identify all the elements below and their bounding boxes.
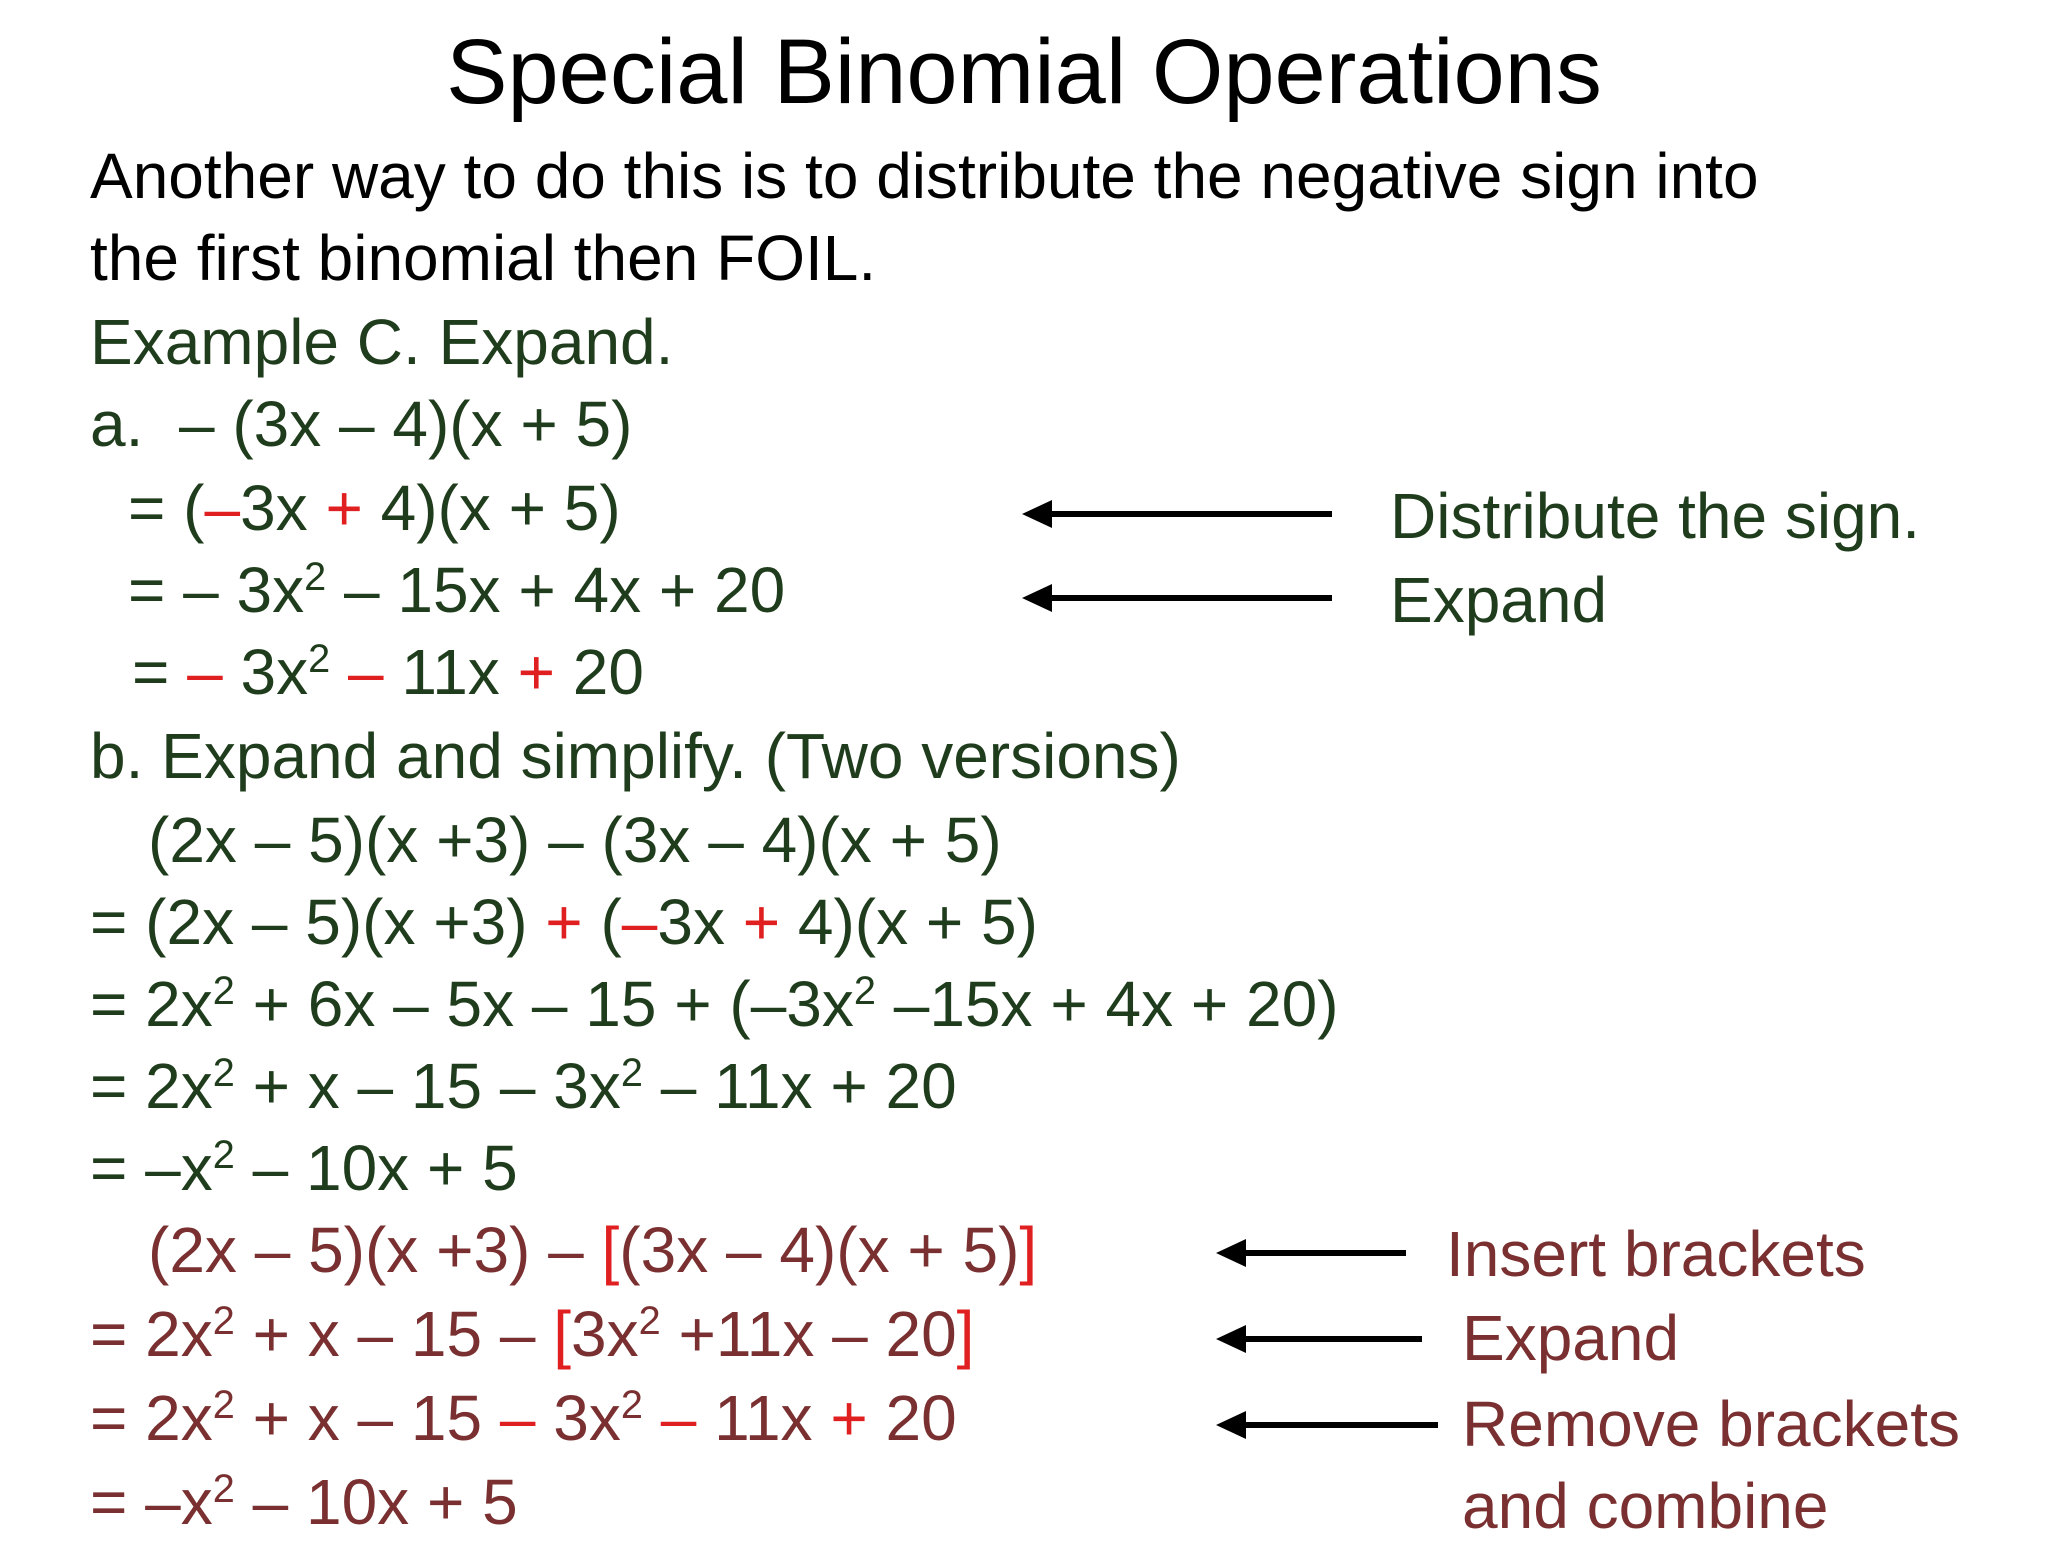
note-insert-brackets: Insert brackets (1446, 1218, 1866, 1290)
arrow-left-icon (1216, 1325, 1422, 1353)
note-expand-v2: Expand (1462, 1302, 1680, 1374)
arrow-left-icon (1216, 1239, 1406, 1267)
part-a-step-1: = (–3x + 4)(x + 5) (128, 472, 621, 544)
part-b-v1-line-4: = –x2 – 10x + 5 (90, 1132, 518, 1204)
part-a-step-2: = – 3x2 – 15x + 4x + 20 (128, 554, 786, 626)
part-a-problem: a. – (3x – 4)(x + 5) (90, 392, 632, 456)
part-a-expression: – (3x – 4)(x + 5) (178, 388, 633, 460)
arrow-left-icon (1022, 584, 1332, 612)
part-b-v2-line-3: = –x2 – 10x + 5 (90, 1466, 518, 1538)
intro-line-2: the first binomial then FOIL. (90, 222, 877, 294)
part-b-v1-line-0: (2x – 5)(x +3) – (3x – 4)(x + 5) (148, 804, 1002, 876)
note-expand: Expand (1390, 564, 1608, 636)
part-b-v1-line-2: = 2x2 + 6x – 5x – 15 + (–3x2 –15x + 4x +… (90, 968, 1339, 1040)
arrow-left-icon (1022, 500, 1332, 528)
example-heading: Example C. Expand. (90, 306, 674, 378)
part-b-v2-line-2: = 2x2 + x – 15 – 3x2 – 11x + 20 (90, 1382, 957, 1454)
part-b-heading: b. Expand and simplify. (Two versions) (90, 720, 1181, 792)
note-and-combine: and combine (1462, 1470, 1829, 1542)
intro-line-1: Another way to do this is to distribute … (90, 140, 1759, 212)
note-remove-brackets: Remove brackets (1462, 1388, 1960, 1460)
arrow-left-icon (1216, 1411, 1438, 1439)
part-a-step-3: = – 3x2 – 11x + 20 (132, 636, 644, 708)
part-b-v1-line-3: = 2x2 + x – 15 – 3x2 – 11x + 20 (90, 1050, 957, 1122)
part-b-v2-line-0: (2x – 5)(x +3) – [(3x – 4)(x + 5)] (148, 1214, 1038, 1286)
part-b-v2-line-1: = 2x2 + x – 15 – [3x2 +11x – 20] (90, 1298, 975, 1370)
note-distribute-sign: Distribute the sign. (1390, 480, 1921, 552)
part-b-v1-line-1: = (2x – 5)(x +3) + (–3x + 4)(x + 5) (90, 886, 1038, 958)
page-title: Special Binomial Operations (446, 21, 1602, 123)
part-a-label: a. (90, 388, 144, 460)
